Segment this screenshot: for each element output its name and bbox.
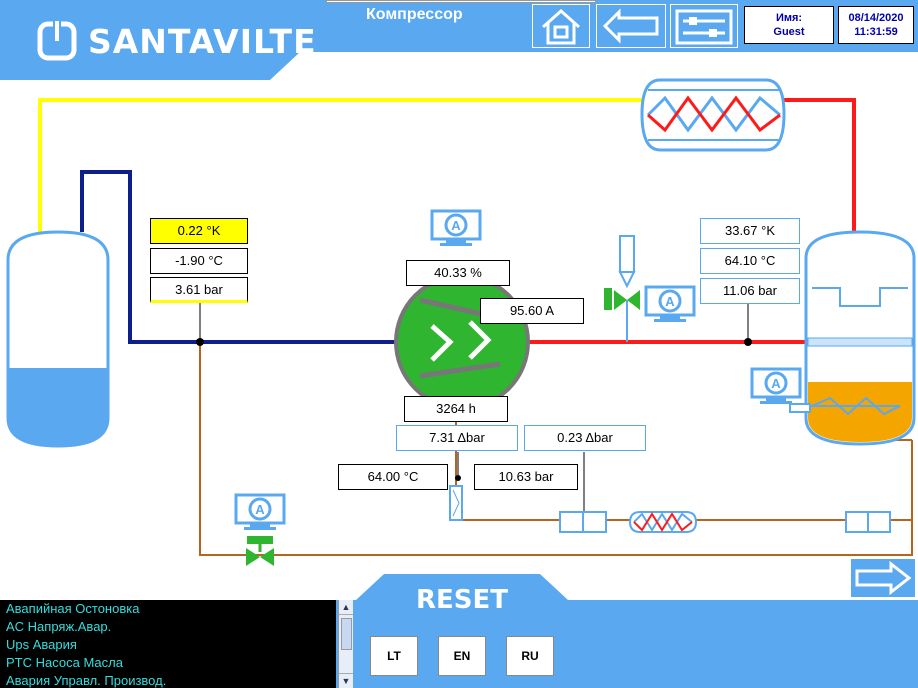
logo-panel [0,0,300,80]
user-info[interactable]: Имя: Guest [744,6,834,44]
settings-button[interactable] [670,4,738,48]
discharge-superheat: 33.67 °K [700,218,800,244]
discharge-temperature: 64.10 °C [700,248,800,274]
injection-valve [604,235,640,310]
suction-temperature: -1.90 °C [150,248,248,274]
alarm-item: Авария Управл. Производ. [6,673,167,688]
alarm-item: Авапийная Остоновка [6,601,140,616]
sliders-icon [675,9,733,45]
user-label: Имя: [775,12,803,24]
top-tab-strip [326,0,596,3]
scroll-thumb[interactable] [341,618,352,650]
oil-cooler [559,511,891,533]
receiver-tank [6,230,110,448]
condenser [640,78,786,152]
suction-line [80,170,396,344]
oil-filter-diff-pressure: 0.23 Δbar [524,425,646,451]
oil-valve-auto-icon[interactable]: A [232,492,288,532]
alarm-item: PTC Насоса Масла [6,655,123,670]
home-icon [542,8,580,45]
svg-text:A: A [771,376,781,391]
oil-pressure: 10.63 bar [474,464,578,490]
lang-lt-button[interactable]: LT [370,636,418,676]
suction-pressure: 3.61 bar [150,277,248,303]
lang-en-button[interactable]: EN [438,636,486,676]
svg-text:A: A [451,218,461,233]
date-time: 08/14/2020 11:31:59 [838,6,914,44]
liquid-line [38,98,643,232]
discharge-pressure: 11.06 bar [700,278,800,304]
scroll-up-icon[interactable]: ▲ [339,600,353,615]
alarm-item: Ups Авария [6,637,77,652]
home-button[interactable] [532,4,590,48]
user-name: Guest [773,26,805,38]
oil-separator [789,230,916,446]
arrow-left-icon [602,8,659,44]
next-page-button[interactable] [850,558,916,598]
bottom-panel [336,574,918,688]
oil-diff-pressure: 7.31 Δbar [396,425,518,451]
alarm-list: Авапийная Остоновка AC Напряж.Авар. Ups … [0,600,336,688]
power-logo-icon [37,20,77,61]
compressor-hours: 3264 h [404,396,508,422]
oil-filter [449,485,463,521]
compressor-auto-icon[interactable]: A [428,208,484,248]
svg-text:A: A [665,294,675,309]
injection-auto-icon[interactable]: A [642,284,698,324]
scroll-down-icon[interactable]: ▼ [339,673,353,688]
compressor-motor [394,274,530,410]
back-button[interactable] [596,4,666,48]
oil-valve [246,536,274,566]
lang-ru-button[interactable]: RU [506,636,554,676]
time-text: 11:31:59 [854,26,898,38]
svg-text:A: A [255,502,265,517]
suction-superheat: 0.22 °K [150,218,248,244]
compressor-capacity: 40.33 % [406,260,510,286]
alarm-scrollbar[interactable]: ▲ ▼ [338,600,353,688]
page-title: Компрессор [366,6,463,23]
reset-button[interactable]: RESET [415,585,508,615]
oil-temperature: 64.00 °C [338,464,448,490]
brand-logo: SANTAVILTE [88,22,317,61]
condenser-return-line [782,98,856,232]
alarm-item: AC Напряж.Авар. [6,619,112,634]
date-text: 08/14/2020 [848,12,904,24]
compressor-current: 95.60 A [480,298,584,324]
heater-auto-icon[interactable]: A [748,366,804,406]
oil-return-line [199,342,913,556]
arrow-right-icon [855,560,912,596]
